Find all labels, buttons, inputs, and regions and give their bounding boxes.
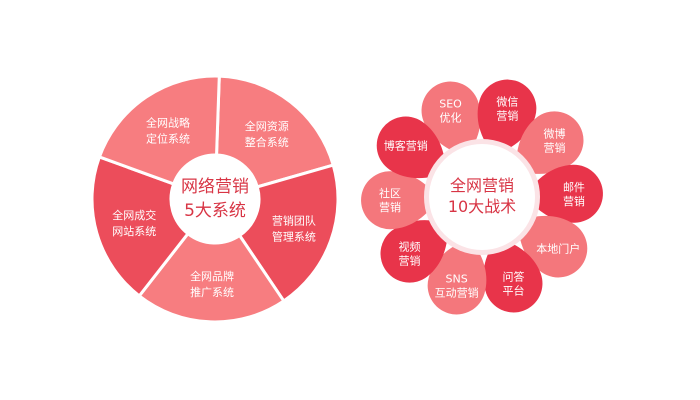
right-flower-petals: SEO优化微信营销微博营销邮件营销本地门户问答平台SNS互动营销视频营销社区营销… <box>361 79 603 315</box>
petal-2-label-line2: 营销 <box>496 109 518 123</box>
petal-7 <box>427 239 487 315</box>
petal-4-label-line1: 邮件 <box>563 181 585 194</box>
left-segment-5-label-line2: 定位系统 <box>146 131 190 145</box>
petal-6-label-line1: 问答 <box>502 269 524 283</box>
petal-3-label-line2: 营销 <box>543 140 565 154</box>
petal-10 <box>376 116 446 179</box>
petal-4-label-line2: 营销 <box>563 194 585 208</box>
petal-3 <box>516 111 584 174</box>
petal-5 <box>518 215 588 278</box>
petal-9 <box>361 171 439 230</box>
right-flower-center-circle <box>429 144 535 250</box>
left-segment-3-label-line1: 全网品牌 <box>190 269 234 283</box>
right-flower-center: 全网营销 10大战术 <box>424 139 540 255</box>
petal-1-label-line2: 优化 <box>440 111 462 125</box>
left-segment-1-label-line2: 整合系统 <box>245 135 289 149</box>
petal-8 <box>380 220 448 283</box>
petal-6-shape <box>483 238 543 313</box>
left-wheel-center: 网络营销 5大系统 <box>171 155 259 243</box>
left-segment-4-label-line2: 网站系统 <box>112 224 156 238</box>
petal-4 <box>525 164 603 223</box>
petal-7-shape <box>427 239 487 315</box>
left-segment-5-label-line1: 全网战略 <box>146 115 190 129</box>
petal-6-label-line2: 平台 <box>502 283 524 297</box>
petal-5-label-line1: 本地门户 <box>536 241 580 255</box>
petal-10-label-line1: 博客营销 <box>384 139 428 153</box>
right-flower-center-title: 全网营销 <box>450 176 514 195</box>
left-segment-1-label-line1: 全网资源 <box>245 119 289 133</box>
petal-9-label-line2: 营销 <box>379 200 401 214</box>
petal-8-label-line1: 视频 <box>399 240 421 254</box>
left-wheel-center-subtitle: 5大系统 <box>184 201 246 221</box>
left-segment-2-label-line1: 营销团队 <box>272 214 316 228</box>
petal-8-shape <box>380 220 448 283</box>
petal-4-shape <box>525 164 603 223</box>
left-wheel-center-title: 网络营销 <box>181 177 249 197</box>
petal-2 <box>477 79 537 155</box>
petal-8-label-line2: 营销 <box>399 254 421 268</box>
petal-3-label-line1: 微博 <box>543 126 565 140</box>
petal-9-shape <box>361 171 439 230</box>
petal-7-label-line2: 互动营销 <box>435 285 479 299</box>
petal-1-label-line1: SEO <box>439 98 462 111</box>
right-flower-center-subtitle: 10大战术 <box>448 197 516 216</box>
petal-3-shape <box>516 111 584 174</box>
petal-5-shape <box>518 215 588 278</box>
petal-2-shape <box>477 79 537 155</box>
petal-7-label-line1: SNS <box>446 272 468 285</box>
left-segment-3-label-line2: 推广系统 <box>190 285 234 299</box>
petal-2-label-line1: 微信 <box>496 95 518 109</box>
left-wheel-center-circle <box>171 155 259 243</box>
petal-6 <box>483 238 543 313</box>
petal-10-shape <box>376 116 446 179</box>
left-segment-4-label-line1: 全网成交 <box>112 208 156 222</box>
left-segment-2-label-line2: 管理系统 <box>272 230 316 244</box>
petal-9-label-line1: 社区 <box>379 186 401 200</box>
